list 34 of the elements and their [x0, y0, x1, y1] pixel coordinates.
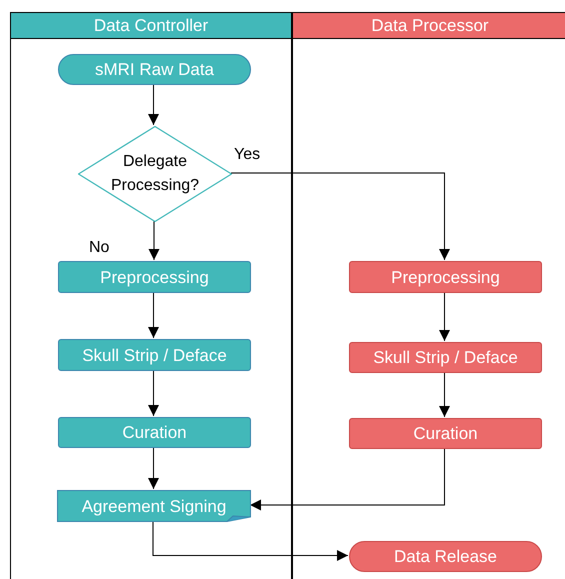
swimlane — [10, 12, 292, 579]
arrow — [250, 448, 445, 510]
terminal-box — [349, 541, 542, 572]
node-label: sMRI Raw Data — [94, 61, 214, 78]
decision-diamond — [78, 126, 232, 222]
node-label: Data Controller — [94, 17, 208, 34]
node-label: Data Processor — [371, 17, 489, 34]
arrow — [152, 520, 348, 561]
process-box — [58, 261, 251, 293]
arrow — [439, 292, 450, 342]
process-box — [349, 261, 542, 293]
swimlane — [292, 12, 565, 579]
node-label: Preprocessing — [100, 268, 209, 286]
arrow — [148, 292, 159, 338]
arrow — [148, 220, 160, 260]
arrow — [439, 372, 450, 418]
arrow — [148, 370, 159, 416]
node-label: Skull Strip / Deface — [373, 349, 518, 366]
node-label: Curation — [413, 425, 478, 442]
arrow — [148, 446, 159, 490]
process-box — [349, 418, 542, 449]
node-label: Curation — [122, 424, 187, 441]
terminal-box — [58, 54, 251, 85]
arrow — [148, 84, 159, 126]
node-label: Preprocessing — [391, 268, 500, 286]
node-label: Agreement Signing — [82, 498, 226, 514]
process-box — [349, 342, 542, 373]
document-box — [57, 490, 251, 522]
process-box — [58, 339, 251, 371]
arrow — [230, 172, 450, 260]
process-box — [58, 417, 251, 448]
node-label: Delegate Processing? — [110, 152, 200, 196]
node-label: Data Release — [394, 548, 497, 565]
node-label: Skull Strip / Deface — [82, 346, 227, 364]
